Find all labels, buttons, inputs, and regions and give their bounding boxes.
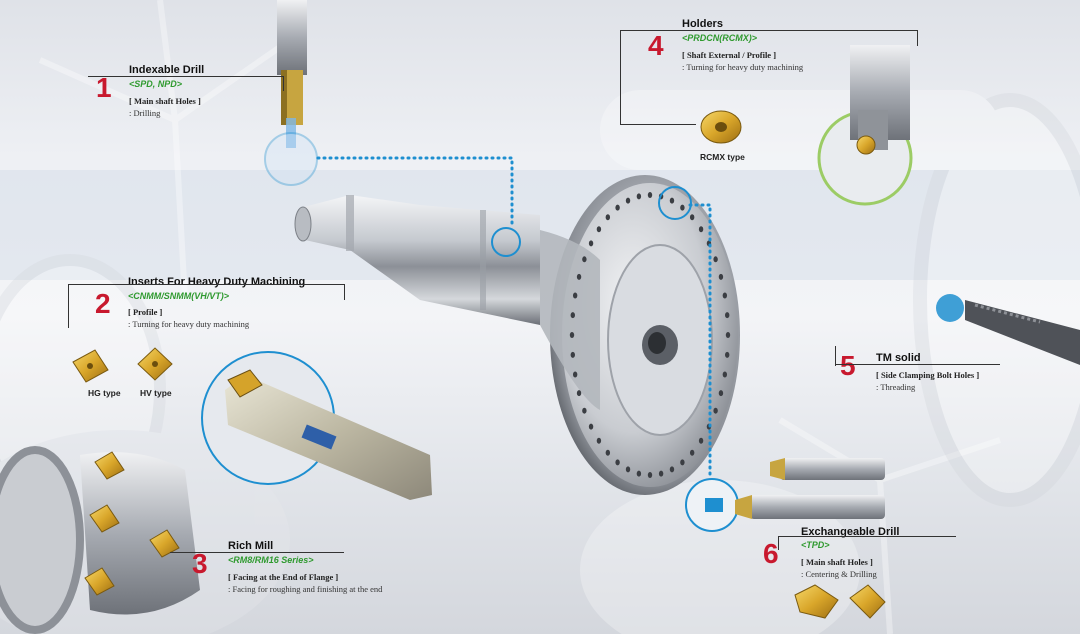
callout-divider — [917, 30, 918, 46]
main-flange — [540, 175, 740, 495]
callout-title: Exchangeable Drill — [801, 526, 900, 538]
callout-code: <PRDCN(RCMX)> — [682, 33, 758, 43]
flange-bolt-hole — [636, 193, 642, 200]
flange-bolt-hole — [596, 226, 602, 233]
flange-bolt-hole — [636, 470, 642, 477]
callout-code: <SPD, NPD> — [129, 79, 183, 89]
flange-bolt-hole — [625, 197, 631, 204]
callout-label: [ Facing at the End of Flange ] — [228, 572, 339, 582]
callout-title: Rich Mill — [228, 540, 274, 552]
callout-desc: : Centering & Drilling — [801, 569, 877, 579]
flange-bolt-hole — [689, 214, 695, 221]
callout-title: TM solid — [876, 352, 921, 364]
flange-bolt-hole — [718, 390, 724, 397]
callout-divider — [835, 346, 836, 366]
flange-bolt-hole — [582, 407, 587, 414]
prdcn-holder-closeup — [817, 45, 913, 206]
callout-divider — [620, 30, 621, 125]
flange-bolt-hole — [713, 256, 718, 263]
callout-label: [ Shaft External / Profile ] — [682, 50, 777, 60]
callout-code: <TPD> — [801, 540, 830, 550]
callout-divider — [283, 76, 284, 91]
callout-label: [ Profile ] — [128, 307, 163, 317]
flange-bolt-hole — [698, 226, 704, 233]
flange-bolt-hole — [725, 312, 730, 319]
callout-desc: : Threading — [876, 382, 916, 392]
indexable-drill-tool — [277, 0, 307, 148]
flange-bolt-hole — [588, 423, 594, 430]
flange-bolt-hole — [625, 466, 631, 473]
flange-bolt-hole — [698, 437, 704, 444]
callout-title: Inserts For Heavy Duty Machining — [128, 276, 306, 288]
callout-number: 6 — [763, 538, 779, 569]
flange-bolt-hole — [658, 470, 664, 477]
callout-label: [ Main shaft Holes ] — [129, 96, 201, 106]
flange-bolt-hole — [647, 192, 653, 198]
exchangeable-drill-tool — [705, 458, 886, 619]
callout-divider — [620, 124, 696, 125]
flange-bolt-hole — [572, 371, 578, 378]
callout-divider — [170, 552, 344, 553]
flange-bolt-hole — [680, 459, 685, 466]
rcmx-type-label: RCMX type — [700, 152, 745, 162]
flange-bolt-hole — [669, 466, 675, 473]
flange-bolt-hole — [615, 204, 620, 211]
flange-bolt-hole — [647, 472, 653, 478]
callout-number: 3 — [192, 548, 208, 579]
main-shaft — [294, 195, 540, 325]
flange-bolt-hole — [569, 332, 575, 338]
flange-bolt-hole — [588, 240, 594, 247]
flange-bolt-hole — [689, 449, 695, 456]
flange-bolt-hole — [722, 292, 728, 299]
callout-desc: : Drilling — [129, 108, 161, 118]
callout-number: 1 — [96, 72, 112, 103]
callout-desc: : Turning for heavy duty machining — [682, 62, 804, 72]
flange-bolt-hole — [725, 351, 730, 358]
flange-bolt-hole — [713, 407, 718, 414]
rich-mill-cutter — [0, 446, 200, 634]
callout-title: Indexable Drill — [129, 64, 205, 76]
flange-bolt-hole — [615, 459, 620, 466]
flange-bolt-hole — [596, 437, 602, 444]
callout-divider — [620, 30, 918, 31]
callout-divider — [835, 364, 1000, 365]
flange-bolt-hole — [680, 204, 685, 211]
turning-holder-closeup — [201, 351, 432, 500]
callout-desc: : Turning for heavy duty machining — [128, 319, 250, 329]
flange-bolt-hole — [570, 351, 575, 358]
callout-divider — [88, 76, 284, 77]
callout-number: 4 — [648, 30, 664, 61]
callout-number: 2 — [95, 288, 111, 319]
callout-label: [ Side Clamping Bolt Holes ] — [876, 370, 980, 380]
hv-type-label: HV type — [140, 388, 172, 398]
callout-divider — [68, 284, 344, 285]
callout-label: [ Main shaft Holes ] — [801, 557, 873, 567]
callout-number: 5 — [840, 350, 856, 381]
hg-type-label: HG type — [88, 388, 121, 398]
callout-divider — [778, 536, 779, 550]
callout-code: <CNMM/SNMM(VH/VT)> — [128, 291, 229, 301]
flange-bolt-hole — [718, 273, 724, 280]
flange-bolt-hole — [605, 214, 611, 221]
callout-divider — [344, 284, 345, 300]
flange-bolt-hole — [669, 197, 675, 204]
flange-bolt-hole — [725, 332, 731, 338]
tm-solid-tool — [965, 300, 1080, 365]
callout-divider — [778, 536, 956, 537]
flange-bolt-hole — [605, 449, 611, 456]
callout-code: <RM8/RM16 Series> — [228, 555, 314, 565]
flange-bolt-hole — [576, 273, 582, 280]
flange-bolt-hole — [570, 312, 575, 319]
flange-bolt-hole — [572, 292, 578, 299]
callout-divider — [68, 284, 69, 328]
callout-title: Holders — [682, 18, 723, 30]
rcmx-insert — [700, 110, 742, 144]
flange-bolt-hole — [582, 256, 587, 263]
flange-bolt-hole — [722, 371, 728, 378]
callout-desc: : Facing for roughing and finishing at t… — [228, 584, 383, 594]
flange-bolt-hole — [576, 390, 582, 397]
